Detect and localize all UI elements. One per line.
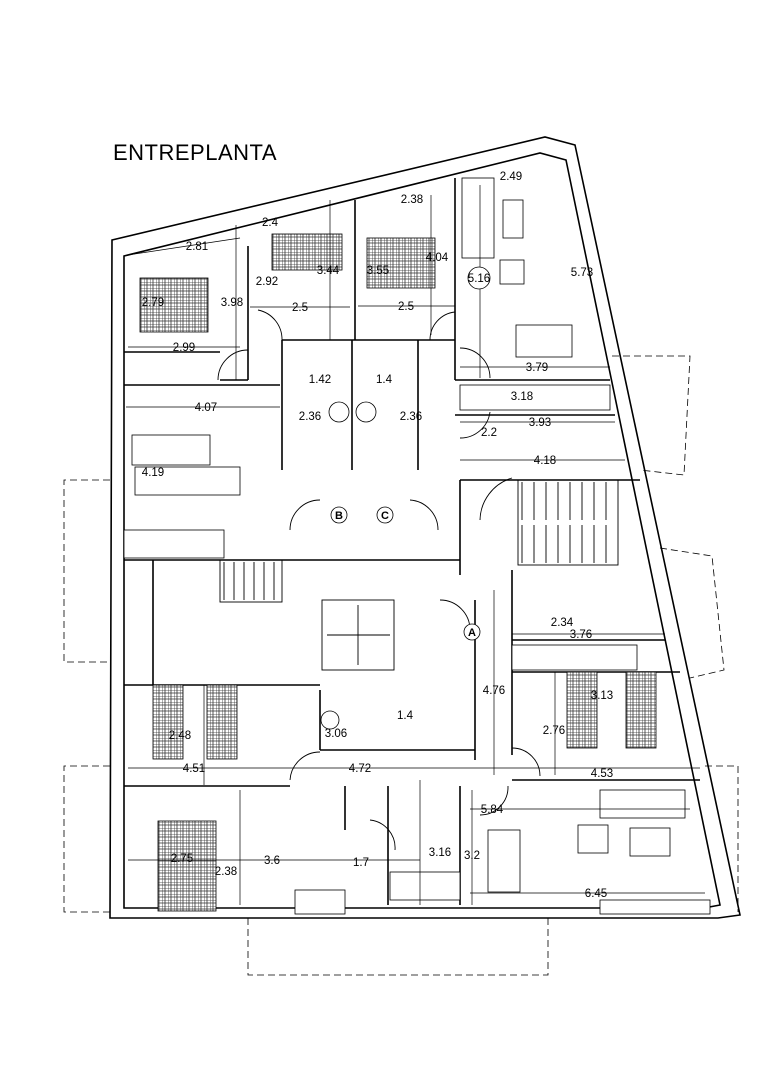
dim-label: 1.42 bbox=[309, 374, 331, 386]
unit-marker-label: B bbox=[335, 510, 343, 522]
dim-label: 3.16 bbox=[429, 847, 451, 859]
dim-label: 3.55 bbox=[367, 265, 389, 277]
dim-label: 4.18 bbox=[534, 455, 556, 467]
dim-label: 1.4 bbox=[376, 374, 393, 386]
beds bbox=[139, 233, 657, 912]
dim-label: 2.5 bbox=[292, 302, 308, 314]
dim-label: 3.13 bbox=[591, 690, 613, 702]
dim-label: 6.45 bbox=[585, 888, 607, 900]
dim-label: 2.36 bbox=[299, 411, 321, 423]
doors bbox=[217, 309, 541, 851]
interior-walls bbox=[124, 178, 700, 905]
dim-label: 2.38 bbox=[215, 866, 237, 878]
dim-label: 4.53 bbox=[591, 768, 613, 780]
dim-label: 3.76 bbox=[570, 629, 592, 641]
dimension-lines bbox=[126, 185, 705, 905]
dim-label: 3.93 bbox=[529, 417, 551, 429]
dim-label: 4.76 bbox=[483, 685, 505, 697]
dim-label: 2.81 bbox=[186, 241, 208, 253]
dim-label: 4.51 bbox=[183, 763, 205, 775]
dim-label: 3.6 bbox=[264, 855, 280, 867]
dim-label: 4.04 bbox=[426, 252, 449, 264]
unit-marker-a bbox=[463, 623, 481, 641]
dim-label: 3.06 bbox=[325, 728, 347, 740]
dimension-labels: 2.81 2.4 2.38 2.49 2.79 3.98 2.92 3.44 3… bbox=[142, 171, 613, 900]
dim-label: 5.16 bbox=[468, 273, 490, 285]
dim-label: 2.92 bbox=[256, 276, 278, 288]
unit-marker-label: A bbox=[468, 627, 476, 639]
dim-label: 2.48 bbox=[169, 730, 191, 742]
dim-label: 2.99 bbox=[173, 342, 195, 354]
dim-label: 1.4 bbox=[397, 710, 414, 722]
furniture bbox=[123, 177, 711, 915]
stairs bbox=[219, 479, 619, 603]
dim-label: 5.84 bbox=[481, 804, 504, 816]
dim-label: 2.2 bbox=[481, 427, 497, 439]
dim-label: 2.34 bbox=[551, 617, 574, 629]
unit-marker-b bbox=[330, 506, 348, 524]
dim-label: 3.44 bbox=[317, 265, 340, 277]
dim-label: 2.5 bbox=[398, 301, 414, 313]
dim-label: 4.72 bbox=[349, 763, 371, 775]
dim-label: 2.38 bbox=[401, 194, 423, 206]
unit-markers: B C A bbox=[330, 506, 481, 641]
dim-label: 3.2 bbox=[464, 850, 480, 862]
dim-label: 2.76 bbox=[543, 725, 565, 737]
dim-label: 4.19 bbox=[142, 467, 164, 479]
dim-label: 4.07 bbox=[195, 402, 217, 414]
exterior-walls bbox=[109, 136, 741, 919]
elevator bbox=[321, 599, 395, 671]
dim-label: 3.18 bbox=[511, 391, 533, 403]
dim-label: 3.79 bbox=[526, 362, 548, 374]
dim-label: 2.36 bbox=[400, 411, 422, 423]
dim-label: 1.7 bbox=[353, 857, 369, 869]
plan-title: ENTREPLANTA bbox=[113, 140, 278, 165]
unit-marker-c bbox=[376, 506, 394, 524]
dim-label: 2.79 bbox=[142, 297, 164, 309]
dim-circle bbox=[467, 266, 491, 290]
dim-label: 2.4 bbox=[262, 217, 279, 229]
balconies bbox=[63, 355, 739, 976]
dim-label: 3.98 bbox=[221, 297, 243, 309]
dim-label: 5.73 bbox=[571, 267, 593, 279]
dim-label: 2.75 bbox=[171, 853, 193, 865]
unit-marker-label: C bbox=[381, 510, 389, 522]
dim-label: 2.49 bbox=[500, 171, 522, 183]
